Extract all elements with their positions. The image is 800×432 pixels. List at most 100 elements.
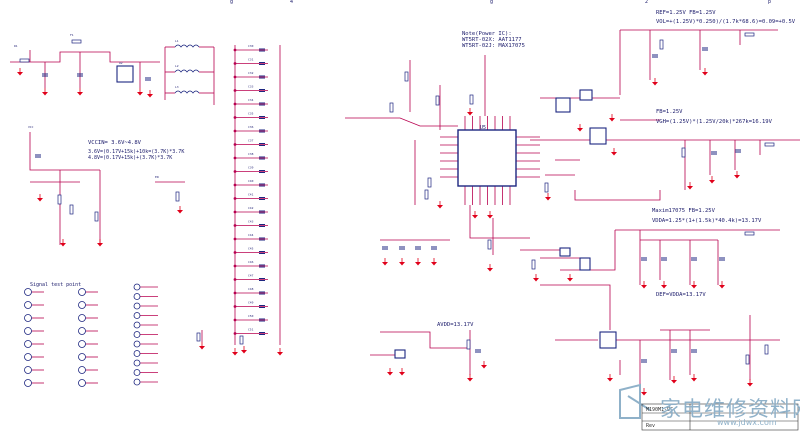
test-point [78,366,86,374]
inductor [174,90,200,94]
ground-symbol [567,278,573,282]
junction [233,62,237,65]
resistor [466,339,471,350]
ground-symbol [609,118,615,122]
tiny-labels: R1F1U2L1L2L3C30C31C32C33C34C35C36C37C38C… [14,33,254,332]
part-ref: U2 [119,61,123,65]
part-ref: C42 [248,206,254,210]
test-point [24,366,32,374]
test-point [78,353,86,361]
ground-symbol [641,392,647,396]
test-point [78,379,86,387]
ground-symbol [691,285,697,289]
part-ref: C32 [248,71,254,75]
rail1-label: REF=1.25V FB=1.25V [656,10,716,16]
top-fragment-3: g [490,0,494,5]
junction [233,264,237,268]
test-point [133,321,141,329]
ground-symbol [42,92,48,96]
resistor [239,335,244,345]
note-line2: WT5RT-02X: AAT1177 [462,37,522,43]
ic-chip [599,331,617,349]
ground-symbol [232,352,238,356]
junction [233,318,237,322]
power-ic-label: U5 [480,125,487,131]
test-point [24,340,32,348]
part-ref: C50 [248,314,254,318]
resistor [427,177,432,188]
ground-symbol [687,186,693,190]
ground-symbol [702,72,708,76]
resistor [745,354,750,365]
wire [469,205,530,239]
part-ref: L3 [175,85,179,89]
vcc-eq2: 4.8V=(0.17V+15k)+(3.7K)*3.7K [88,155,173,161]
ground-symbol [399,262,405,266]
rail5-label: AVDD=13.17V [437,322,474,328]
resistor [764,344,769,355]
ic-chip [579,89,593,101]
junction [233,102,237,106]
ground-symbol [577,128,583,132]
ground-symbol [467,378,473,382]
watermark-url: www.jdwx.com [717,418,777,427]
ground-symbol [60,243,66,247]
test-point [133,331,141,338]
ground-symbol [241,350,247,354]
note-line3: WT5RT-02J: MAX17075 [462,43,525,49]
junction [233,116,237,119]
part-ref: C48 [248,287,254,291]
part-ref: C40 [248,179,254,183]
ground-symbol [607,378,613,382]
test-point [24,314,32,322]
test-point [78,340,86,348]
part-ref: L1 [175,39,179,43]
ground-symbol [177,210,183,214]
ground-symbol [734,175,740,179]
top-fragment-5: p [768,0,772,5]
ground-symbol [37,198,43,202]
ground-symbol [487,215,493,219]
ground-symbol [747,383,753,387]
test-point [78,288,86,296]
test-point [133,369,141,376]
title-block-title: M190M1-DC [646,407,674,413]
ground-symbol [533,278,539,282]
resistor [531,259,536,270]
ic-chip [559,247,571,257]
resistor [71,39,82,44]
wire [574,190,661,201]
component-layer [19,32,775,387]
ground-symbol [17,72,23,76]
resistor [424,189,429,200]
top-fragment-4: 2 [645,0,649,5]
wire [345,117,458,127]
resistor [389,102,394,113]
top-fragment-1: g [230,0,234,5]
junction [233,183,237,187]
ic-chip [579,257,591,271]
resistor [659,39,664,50]
ground-symbol [147,94,153,98]
ground-symbol [415,262,421,266]
wire-layer [10,29,800,390]
resistor [435,95,440,106]
part-ref: VCC [28,125,34,129]
ground-symbol [661,285,667,289]
top-fragment-2: 4 [290,0,294,5]
part-ref: C39 [248,166,254,170]
ground-symbol [277,352,283,356]
ground-symbol [691,378,697,382]
title-block [641,403,799,431]
ground-symbol [641,285,647,289]
part-ref: C41 [248,193,254,197]
signal-test-point-title: Signal test point [30,282,82,288]
test-point [133,378,141,386]
ground-symbol [545,197,551,201]
ground-symbol [77,92,83,96]
ground-symbol [487,268,493,272]
resistor [744,32,755,37]
rail3-equation: VDDA=1.25*(1+(1.5k)*40.4k)=13.17V [652,218,762,224]
test-point [24,301,32,309]
